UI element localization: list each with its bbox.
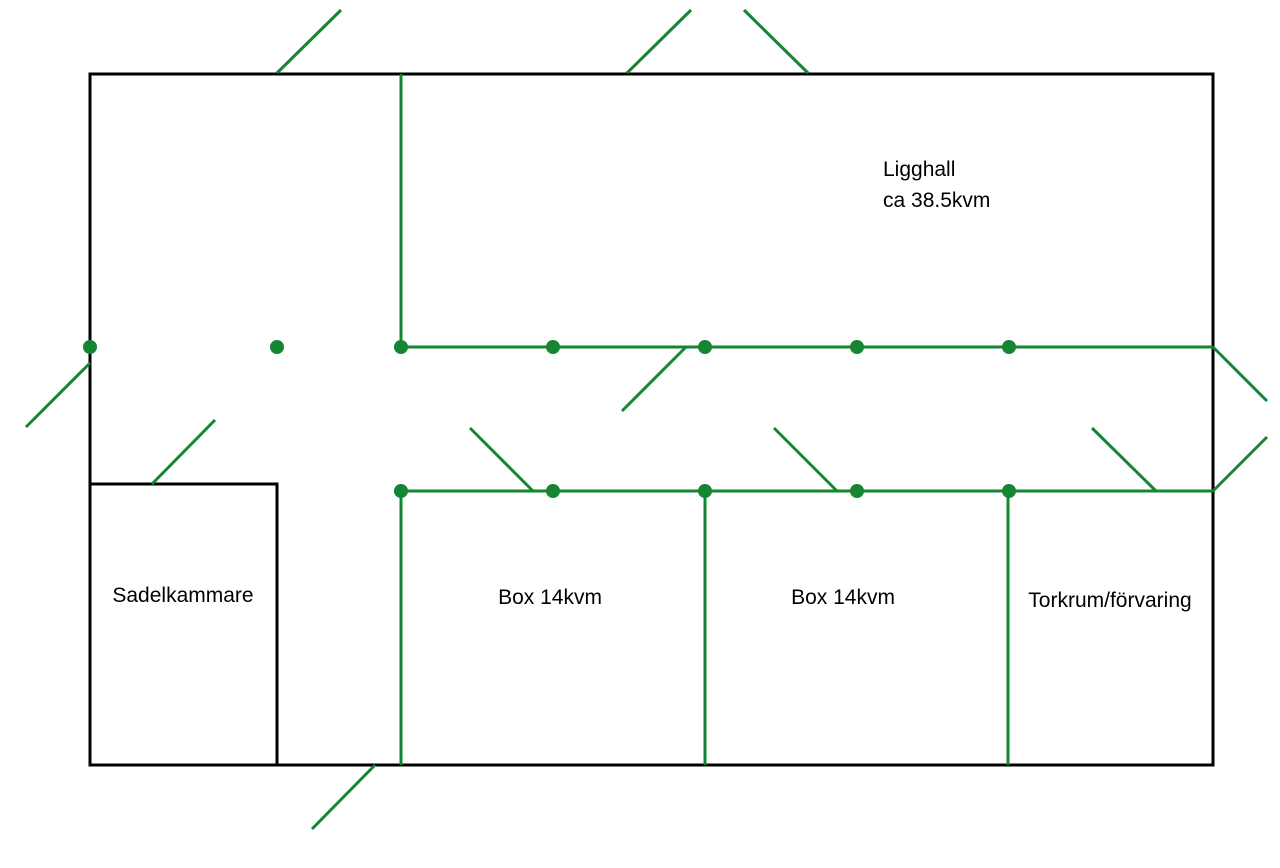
post — [850, 484, 864, 498]
post — [1002, 484, 1016, 498]
door — [275, 8, 343, 75]
sadelkammare-wall — [88, 482, 279, 767]
door — [742, 8, 810, 75]
door — [468, 426, 535, 493]
fence-lines — [399, 74, 1213, 765]
door — [1090, 426, 1158, 493]
post — [850, 340, 864, 354]
door — [1211, 435, 1269, 493]
door — [772, 426, 839, 493]
post — [546, 340, 560, 354]
posts — [83, 340, 1016, 498]
door — [24, 361, 92, 429]
post — [698, 340, 712, 354]
door — [310, 763, 377, 831]
ligghall-label: Ligghall — [883, 158, 955, 181]
post — [270, 340, 284, 354]
post — [698, 484, 712, 498]
post — [83, 340, 97, 354]
box1-label: Box 14kvm — [498, 586, 602, 609]
door — [150, 418, 217, 486]
torkrum-label: Torkrum/förvaring — [1028, 589, 1191, 612]
post — [1002, 340, 1016, 354]
ligghall-area: ca 38.5kvm — [883, 189, 990, 212]
post — [546, 484, 560, 498]
post — [394, 484, 408, 498]
door — [625, 8, 693, 75]
doors — [24, 8, 1269, 831]
sadelkammare-label: Sadelkammare — [112, 584, 253, 607]
door — [1211, 345, 1269, 403]
door — [620, 345, 688, 413]
outer-wall — [88, 72, 1215, 767]
box2-label: Box 14kvm — [791, 586, 895, 609]
post — [394, 340, 408, 354]
